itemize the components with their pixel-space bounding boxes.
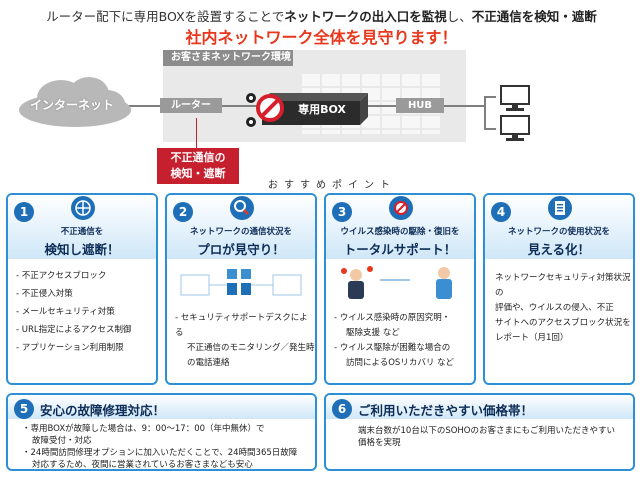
recommended-points-label: おすすめポイント — [268, 180, 396, 191]
feature-list: - 不正アクセスブロック - 不正侵入対策 - メールセキュリティ対策 - UR… — [16, 267, 131, 357]
card-title: プロが見守り！ — [197, 242, 285, 257]
no-entry-icon — [256, 94, 284, 122]
list-item: - メールセキュリティ対策 — [16, 307, 115, 317]
headline: ルーター配下に専用BOXを設置することでネットワークの出入口を監視し、不正通信を… — [0, 6, 643, 25]
card-header — [326, 395, 633, 419]
card-body-line: 評価や、ウイルスの侵入、不正 — [495, 303, 614, 313]
headline-emphasis: ネットワークの出入口を監視 — [284, 9, 447, 24]
card-body-line: 訪問によるOSリカバリ など — [346, 358, 455, 368]
feature-card-2: 2 ネットワークの通信状況を プロが見守り！ - セキュリティサポートデスクによ… — [165, 193, 317, 385]
card-body: - セキュリティサポートデスクによる 不正通信のモニタリング／発生時 の電話連絡 — [175, 311, 315, 371]
card-title: 安心の故障修理対応！ — [40, 403, 166, 418]
network-environment-title: お客さまネットワーク環境 — [163, 50, 293, 66]
magnifier-icon — [230, 196, 254, 220]
card-body: ネットワークセキュリティ対策状況の 評価や、ウイルスの侵入、不正 サイトへのアク… — [495, 271, 633, 346]
feature-card-4: 4 ネットワークの使用状況を 見える化！ ネットワークセキュリティ対策状況の 評… — [483, 193, 635, 385]
support-illustration — [341, 266, 452, 299]
card-subtitle: ネットワークの通信状況を — [189, 227, 292, 237]
callout-text: 不正通信の — [170, 151, 226, 164]
card-body-line: ・24時間訪問修理オプションに加入いただくことで、24時間365日故障 — [22, 448, 298, 458]
gear-icon — [246, 117, 256, 127]
feature-card-6: 6 ご利用いただきやすい価格帯！ 端末台数が10台以下のSOHOのお客さまにもご… — [324, 393, 635, 471]
dedicated-box-label: 専用BOX — [298, 103, 346, 116]
list-item: - 不正アクセスブロック — [16, 271, 107, 281]
monitoring-illustration — [180, 269, 302, 296]
card-body-line: 駆除支援 など — [346, 328, 400, 338]
cloud-icon — [19, 77, 131, 127]
callout-pointer — [196, 118, 197, 148]
card-body-line: レポート（月1回） — [495, 333, 569, 343]
card-number-badge: 5 — [14, 399, 34, 419]
card-subtitle: ネットワークの使用状況を — [507, 227, 610, 237]
headline-part: ルーター配下に専用BOXを設置することで — [46, 9, 285, 24]
card-body-line: ネットワークセキュリティ対策状況の — [495, 273, 631, 298]
card-body-line: ・専用BOXが故障した場合は、9：00～17：00（年中無休）で — [22, 424, 265, 434]
card-subtitle: ウイルス感染時の駆除・復旧を — [340, 227, 460, 237]
callout-text: 検知・遮断 — [170, 167, 226, 180]
card-number-badge: 6 — [332, 399, 352, 419]
card-title: ご利用いただきやすい価格帯！ — [358, 403, 534, 418]
globe-icon — [71, 196, 95, 220]
feature-card-1: 1 不正通信を 検知し遮断！ - 不正アクセスブロック - 不正侵入対策 - メ… — [6, 193, 158, 385]
headline-emphasis: 不正通信を検知・遮断 — [471, 9, 597, 24]
card-body: - ウイルス感染時の原因究明・ 駆除支援 など - ウイルス駆除が困難な場合の … — [334, 311, 454, 371]
internet-label: インターネット — [29, 98, 114, 112]
list-item: - 不正侵入対策 — [16, 289, 73, 299]
feature-card-5: 5 安心の故障修理対応！ ・専用BOXが故障した場合は、9：00～17：00（年… — [6, 393, 317, 471]
callout-block-detection: 不正通信の 検知・遮断 — [157, 148, 239, 184]
card-number-badge: 3 — [332, 202, 352, 222]
card-body: 端末台数が10台以下のSOHOのお客さまにもご利用いただきやすい 価格を実現 — [358, 425, 615, 449]
gear-icon — [246, 93, 256, 103]
connection-line — [484, 128, 496, 130]
card-body-line: 不正通信のモニタリング／発生時 — [187, 343, 315, 353]
card-body-line: 端末台数が10台以下のSOHOのお客さまにもご利用いただきやすい — [358, 426, 615, 436]
router-label: ルーター — [160, 98, 222, 113]
card-body-line: の電話連絡 — [187, 358, 230, 368]
card-number-badge: 4 — [491, 202, 511, 222]
pc-icon — [500, 85, 530, 111]
connection-line — [484, 96, 496, 98]
list-item: - URL指定によるアクセス制御 — [16, 325, 132, 335]
hub-label: HUB — [396, 98, 444, 113]
list-item: - アプリケーション利用制限 — [16, 343, 124, 353]
card-body: ・専用BOXが故障した場合は、9：00～17：00（年中無休）で 故障受付・対応… — [22, 423, 297, 471]
card-title: 検知し遮断！ — [44, 242, 120, 257]
card-subtitle: 不正通信を — [60, 227, 104, 237]
card-body-line: 対応するため、夜間に営業されているお客さまなども安心 — [32, 460, 253, 470]
card-title: トータルサポート！ — [343, 242, 457, 257]
pc-icon — [500, 115, 530, 141]
card-body-line: - ウイルス駆除が困難な場合の — [334, 343, 451, 353]
card-body-line: - ウイルス感染時の原因究明・ — [334, 313, 451, 323]
card-header — [8, 395, 315, 419]
no-virus-icon — [389, 196, 413, 220]
report-icon — [548, 196, 572, 220]
card-number-badge: 2 — [173, 202, 193, 222]
feature-card-3: 3 ウイルス感染時の駆除・復旧を トータルサポート！ - ウイルス感染時の原因究… — [324, 193, 476, 385]
connection-line — [444, 105, 484, 107]
card-title: 見える化！ — [527, 242, 591, 257]
connection-line — [484, 96, 486, 130]
subheadline: 社内ネットワーク全体を見守ります！ — [185, 28, 458, 47]
headline-part: し、 — [446, 9, 472, 24]
card-body-line: 価格を実現 — [358, 438, 401, 448]
card-body-line: 故障受付・対応 — [32, 436, 92, 446]
card-body-line: - セキュリティサポートデスクによる — [175, 313, 308, 338]
card-body-line: サイトへのアクセスブロック状況を — [495, 318, 631, 328]
card-number-badge: 1 — [14, 202, 34, 222]
